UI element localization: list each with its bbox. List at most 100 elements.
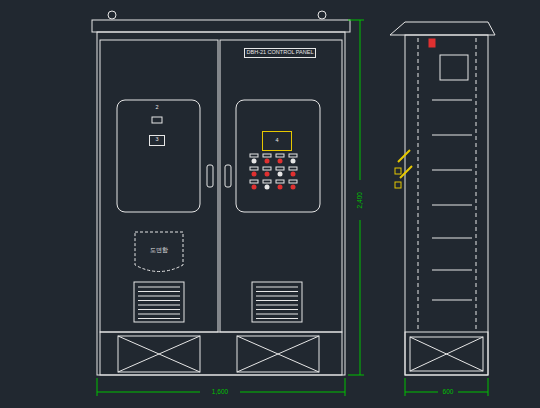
node-text: DBH-21 CONTROL PANEL <box>247 50 314 56</box>
shelf-line <box>432 205 472 206</box>
side-base <box>405 332 488 375</box>
side-handle <box>395 168 401 174</box>
push-button <box>278 172 283 177</box>
side-box <box>440 55 468 80</box>
base-cross <box>118 336 200 372</box>
button-label <box>276 167 284 170</box>
extension-line <box>405 378 406 396</box>
side-base-opening <box>410 337 483 371</box>
button-label <box>250 180 258 183</box>
push-button <box>265 172 270 177</box>
push-button <box>265 185 270 190</box>
louver-slat <box>138 305 180 306</box>
lifting-eye <box>108 11 116 19</box>
base <box>100 332 342 375</box>
side-view <box>390 22 495 375</box>
louver-slat <box>138 318 180 319</box>
roof <box>390 22 495 35</box>
louver-slat <box>256 318 298 319</box>
hidden-line <box>476 38 477 330</box>
button-label <box>250 167 258 170</box>
base-cross <box>410 337 483 371</box>
side-shelves <box>432 100 472 300</box>
dimension-line <box>97 392 200 393</box>
push-button <box>291 185 296 190</box>
louver <box>252 282 302 322</box>
dimension-line <box>405 392 438 393</box>
button-label <box>276 154 284 157</box>
door-handle <box>207 165 213 187</box>
louver-slat <box>138 300 180 301</box>
side-handle <box>395 182 401 188</box>
louver-slat <box>256 305 298 306</box>
dimension-text: 600 <box>442 389 455 396</box>
base-opening <box>237 336 319 372</box>
meter-box: 3 <box>149 135 165 146</box>
button-label <box>263 180 271 183</box>
display-box: 4 <box>262 131 292 151</box>
button-label <box>276 180 284 183</box>
louver-slat <box>138 314 180 315</box>
hidden-line <box>418 38 419 330</box>
louver <box>134 282 184 322</box>
extension-line <box>345 378 346 396</box>
push-button <box>278 185 283 190</box>
louver-slat <box>256 314 298 315</box>
louver-slat <box>256 291 298 292</box>
dimension-line <box>458 392 488 393</box>
push-button <box>291 172 296 177</box>
button-label <box>250 154 258 157</box>
lamp <box>429 39 435 47</box>
cabinet-body <box>97 32 345 375</box>
right-inner-panel <box>236 100 320 212</box>
label-plate <box>152 117 162 123</box>
extension-line <box>488 378 489 396</box>
nameplate: DBH-21 CONTROL PANEL <box>244 48 317 58</box>
louver-slat <box>256 300 298 301</box>
button-label <box>263 154 271 157</box>
push-button <box>265 159 270 164</box>
shelf-line <box>432 300 472 301</box>
shelf-line <box>432 170 472 171</box>
button-label <box>289 180 297 183</box>
louver-slat <box>256 296 298 297</box>
pocket-label: 도면함 <box>144 245 174 257</box>
extension-line <box>97 378 98 396</box>
left-door <box>100 40 218 332</box>
push-button <box>291 159 296 164</box>
push-button <box>252 185 257 190</box>
push-button <box>252 172 257 177</box>
dimension-text: 1,600 <box>211 389 229 396</box>
push-buttons <box>250 154 297 190</box>
louver-slat <box>138 287 180 288</box>
shelf-line <box>432 270 472 271</box>
node-text: 4 <box>275 138 278 144</box>
push-button <box>252 159 257 164</box>
louver-slats <box>138 287 298 319</box>
louver-slat <box>138 309 180 310</box>
dimension-text: 2,400 <box>357 191 364 209</box>
shelf-line <box>432 238 472 239</box>
base-opening <box>118 336 200 372</box>
top-cap <box>92 20 350 32</box>
shelf-line <box>432 135 472 136</box>
extension-line <box>348 375 364 376</box>
right-door <box>220 40 342 332</box>
left-inner-panel <box>117 100 200 212</box>
callout-number: 2 <box>154 105 159 111</box>
door-handle <box>225 165 231 187</box>
front-view <box>92 11 350 375</box>
shelf-line <box>432 100 472 101</box>
lifting-eye <box>318 11 326 19</box>
louver-slat <box>138 291 180 292</box>
drawing-pocket <box>135 232 183 272</box>
node-text: 3 <box>155 137 158 143</box>
louver-slat <box>256 287 298 288</box>
extension-line <box>348 20 364 21</box>
button-label <box>289 167 297 170</box>
button-label <box>263 167 271 170</box>
dimension-line <box>360 20 361 180</box>
dimension-line <box>360 220 361 375</box>
